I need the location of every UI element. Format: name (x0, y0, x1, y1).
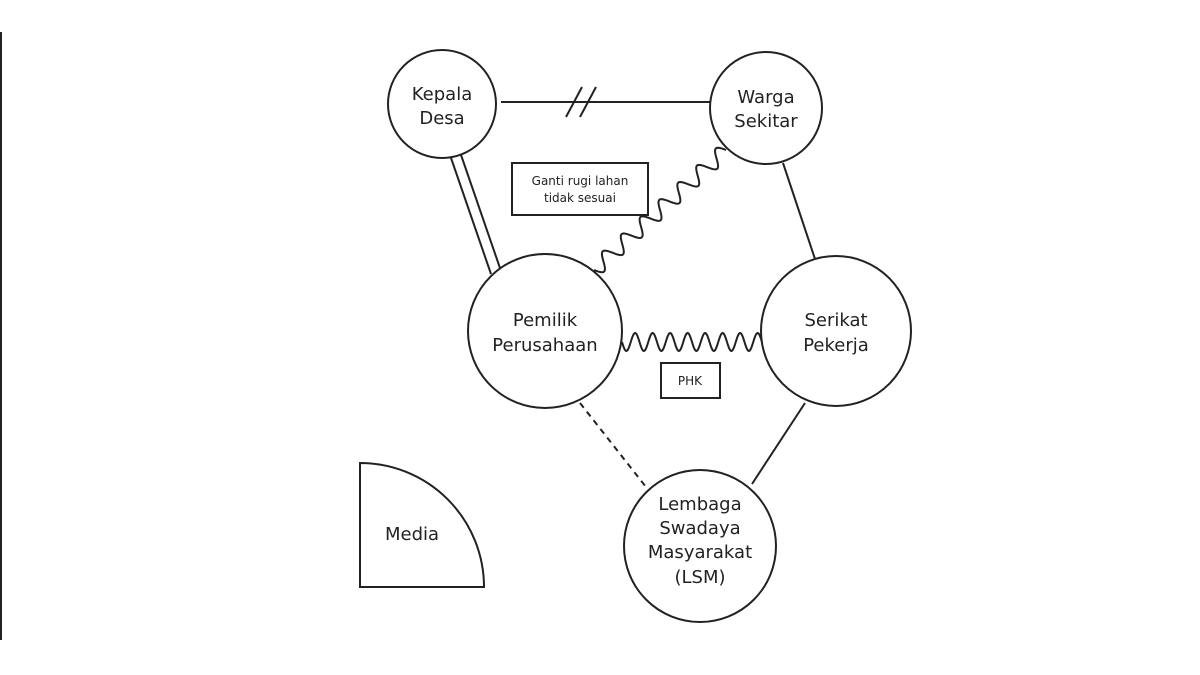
node-label-line-2: Desa (419, 108, 464, 129)
edge-break-mark-2 (579, 86, 597, 118)
node-circle (760, 255, 912, 407)
node-label-line-2: Perusahaan (492, 335, 597, 356)
node-lsm: Lembaga Swadaya Masyarakat (LSM) (623, 469, 777, 623)
page-left-border (0, 32, 2, 640)
node-label-line-1: Serikat (804, 310, 867, 331)
node-label-line-1: Warga (737, 87, 794, 108)
node-kepala-desa: Kepala Desa (387, 49, 497, 159)
note-box (511, 162, 649, 216)
edge-conflict-pemilik-serikat (621, 331, 763, 353)
node-label-line-1: Lembaga (658, 494, 741, 515)
node-circle (467, 253, 623, 409)
node-label-line-2: Sekitar (734, 111, 798, 132)
node-label-line-2: Pekerja (803, 335, 869, 356)
node-label-line-1: Media (385, 524, 439, 545)
node-media: Media (359, 461, 486, 588)
edge-warga-serikat (782, 162, 816, 260)
node-circle (623, 469, 777, 623)
note-phk: PHK (660, 362, 721, 399)
edge-pemilik-lsm-dashed (579, 402, 647, 488)
node-quarter-circle (359, 461, 486, 588)
note-label-line-1: Ganti rugi lahan (532, 174, 629, 188)
edge-kepala-pemilik-a (449, 154, 492, 275)
note-ganti-rugi: Ganti rugi lahan tidak sesuai (511, 162, 649, 216)
node-circle (709, 51, 823, 165)
note-label-line-2: tidak sesuai (544, 191, 616, 205)
edges (449, 86, 816, 488)
node-serikat-pekerja: Serikat Pekerja (760, 255, 912, 407)
node-label-line-3: Masyarakat (648, 542, 752, 563)
node-label-line-2: Swadaya (659, 518, 740, 539)
edge-conflict-warga-pemilik (593, 146, 727, 274)
node-label-line-1: Pemilik (513, 310, 578, 331)
node-label-line-4: (LSM) (674, 567, 725, 588)
note-box (660, 362, 721, 399)
node-warga-sekitar: Warga Sekitar (709, 51, 823, 165)
node-label-line-1: Kepala (412, 84, 472, 105)
edge-break-mark-1 (565, 86, 583, 118)
note-label-line-1: PHK (678, 374, 703, 388)
node-circle (387, 49, 497, 159)
edge-serikat-lsm (751, 402, 806, 485)
node-pemilik-perusahaan: Pemilik Perusahaan (467, 253, 623, 409)
edge-kepala-pemilik-b (459, 151, 502, 272)
